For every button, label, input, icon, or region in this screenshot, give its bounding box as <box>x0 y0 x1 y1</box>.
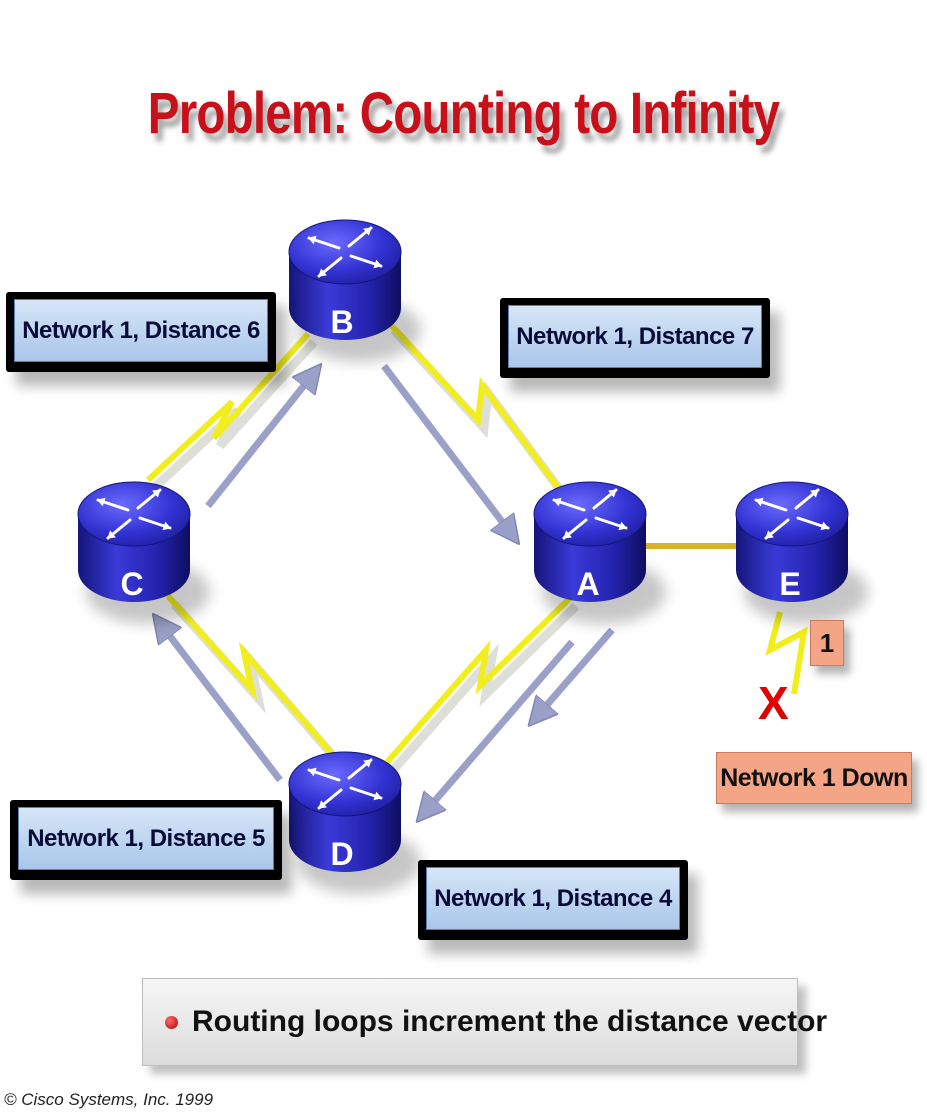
arrow-a-to-d-short <box>532 627 615 722</box>
copyright: © Cisco Systems, Inc. 1999 <box>4 1090 214 1109</box>
bullet-text: Routing loops increment the distance vec… <box>192 1005 828 1038</box>
router-e <box>735 481 868 624</box>
arrow-a-to-d <box>420 639 575 818</box>
router-b-label: B <box>330 304 354 340</box>
router-d-label: D <box>330 836 354 872</box>
router-arrows-icon <box>754 488 830 540</box>
router-arrows-icon <box>307 226 383 278</box>
arrow-d-to-c <box>156 618 283 783</box>
bullet-icon <box>165 1015 178 1029</box>
page-title: Problem: Counting to Infinity <box>147 81 780 146</box>
serial-link-b-c <box>145 331 318 492</box>
router-c <box>77 481 210 624</box>
router-b <box>288 219 421 362</box>
serial-link-b-a <box>385 319 570 501</box>
serial-link-e-network1 <box>765 611 808 695</box>
serial-link-a-d <box>379 595 580 779</box>
router-arrows-icon <box>552 488 628 540</box>
serial-link-c-d <box>165 594 344 767</box>
router-arrows-icon <box>307 758 383 810</box>
update-arrows <box>156 363 615 818</box>
router-e-label: E <box>779 566 801 602</box>
distance-label-a-text: Network 1, Distance 4 <box>426 867 680 930</box>
distance-label-a: Network 1, Distance 4 <box>418 860 688 940</box>
router-arrows-icon <box>96 488 172 540</box>
distance-label-b: Network 1, Distance 7 <box>500 298 770 378</box>
distance-label-c-text: Network 1, Distance 6 <box>14 299 268 362</box>
distance-label-c: Network 1, Distance 6 <box>6 292 276 372</box>
arrow-c-to-b <box>205 368 318 509</box>
router-a <box>533 481 666 624</box>
distance-label-d: Network 1, Distance 5 <box>10 800 282 880</box>
distance-label-b-text: Network 1, Distance 7 <box>508 305 762 368</box>
link-metric-badge: 1 <box>810 620 844 666</box>
bullet-box: Routing loops increment the distance vec… <box>142 978 827 1066</box>
link-failure-mark: X <box>758 677 789 729</box>
distance-label-d-text: Network 1, Distance 5 <box>18 807 274 870</box>
router-a-label: A <box>576 566 600 602</box>
arrow-b-to-a <box>381 363 516 540</box>
router-d <box>288 751 421 894</box>
router-c-label: C <box>120 566 144 602</box>
network-down-label: Network 1 Down <box>716 752 912 804</box>
